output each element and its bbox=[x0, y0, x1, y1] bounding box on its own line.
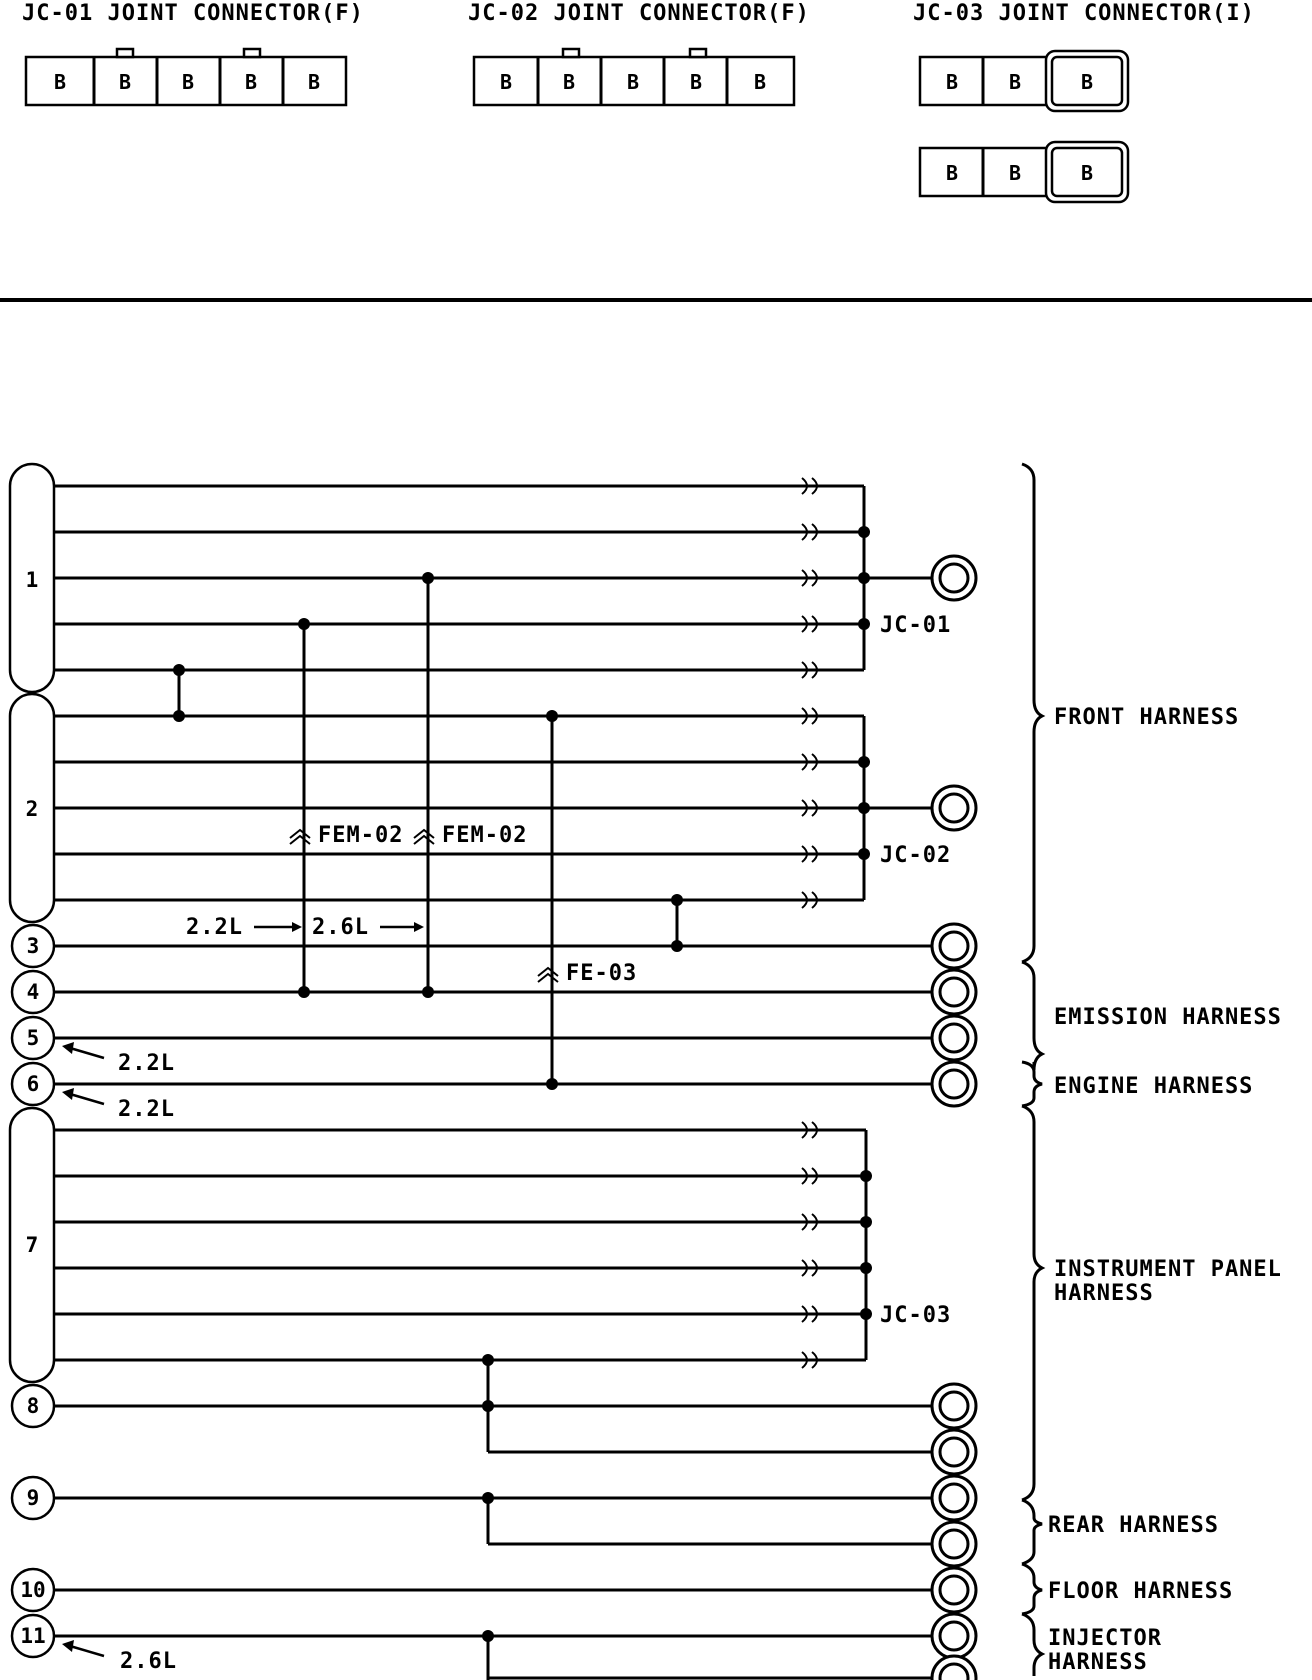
node-shape bbox=[10, 1567, 56, 1613]
node-label: 9 bbox=[27, 1486, 40, 1510]
node-shape bbox=[10, 969, 56, 1015]
jc02-pin: B bbox=[754, 70, 766, 94]
jc03-pin: B bbox=[946, 161, 958, 185]
terminal-ring bbox=[930, 968, 978, 1016]
engine-note-2-2l: 2.2L bbox=[186, 915, 243, 940]
left-nodes: 1 2 3 4 5 6 7 8 9 10 11 bbox=[8, 462, 56, 1659]
emission-harness-label: EMISSION HARNESS bbox=[1054, 1005, 1282, 1030]
node-shape bbox=[10, 923, 56, 969]
terminal-ring bbox=[930, 1474, 978, 1522]
fe03-tag: FE-03 bbox=[566, 961, 637, 986]
jc03-connector-title: JC-03 JOINT CONNECTOR(I) bbox=[913, 1, 1255, 26]
jc02-pin: B bbox=[627, 70, 639, 94]
node-shape bbox=[10, 1061, 56, 1107]
jc01-pin: B bbox=[245, 70, 257, 94]
node-shape bbox=[10, 1015, 56, 1061]
jc01-connector: JC-01 JOINT CONNECTOR(F) B B B B B bbox=[22, 1, 364, 107]
node-shape bbox=[8, 462, 56, 694]
node-label: 10 bbox=[20, 1578, 45, 1602]
jc03-pin: B bbox=[1081, 70, 1093, 94]
connector-tag-icons bbox=[289, 828, 559, 983]
node-shape bbox=[8, 692, 56, 924]
node-shape bbox=[10, 1613, 56, 1659]
rear-harness-label: REAR HARNESS bbox=[1048, 1513, 1219, 1538]
terminal-ring bbox=[930, 784, 978, 832]
junction-dots bbox=[173, 526, 872, 1642]
node-shape bbox=[10, 1475, 56, 1521]
wires bbox=[55, 484, 932, 1680]
terminal-ring bbox=[930, 554, 978, 602]
node-shape bbox=[8, 1106, 56, 1384]
terminal-ring bbox=[930, 1612, 978, 1660]
jc02-connector: JC-02 JOINT CONNECTOR(F) B B B B B bbox=[468, 1, 810, 107]
jc01-connector-title: JC-01 JOINT CONNECTOR(F) bbox=[22, 1, 364, 26]
terminal-ring bbox=[930, 1654, 978, 1680]
node-shape bbox=[10, 1383, 56, 1429]
node-label: 2 bbox=[26, 797, 39, 821]
terminal-ring bbox=[930, 922, 978, 970]
jc02-pin: B bbox=[690, 70, 702, 94]
node-label: 3 bbox=[27, 934, 40, 958]
harness-braces bbox=[1021, 462, 1046, 1676]
terminal-ring bbox=[930, 1060, 978, 1108]
engine-note-node5: 2.2L bbox=[118, 1051, 175, 1076]
node-label: 8 bbox=[27, 1394, 40, 1418]
floor-harness-label: FLOOR HARNESS bbox=[1048, 1579, 1233, 1604]
jc03-pin: B bbox=[1081, 161, 1093, 185]
jc03-connector: JC-03 JOINT CONNECTOR(I) B B B B B B bbox=[913, 1, 1255, 204]
injector-harness-label: INJECTOR bbox=[1048, 1626, 1162, 1651]
jc03-pin: B bbox=[946, 70, 958, 94]
joint-connector-marks bbox=[801, 477, 818, 1369]
jc02-pin: B bbox=[563, 70, 575, 94]
engine-note-node11: 2.6L bbox=[120, 1649, 177, 1674]
jc02-joint-label: JC-02 bbox=[880, 843, 951, 868]
fem02-tag-a: FEM-02 bbox=[318, 823, 403, 848]
node-label: 11 bbox=[20, 1624, 45, 1648]
jc01-pin: B bbox=[182, 70, 194, 94]
jc03-joint-label: JC-03 bbox=[880, 1303, 951, 1328]
terminal-ring bbox=[930, 1428, 978, 1476]
terminal-rings bbox=[930, 554, 978, 1680]
jc03-pin: B bbox=[1009, 70, 1021, 94]
node-label: 5 bbox=[27, 1026, 40, 1050]
node-label: 1 bbox=[26, 568, 39, 592]
engine-harness-label: ENGINE HARNESS bbox=[1054, 1074, 1253, 1099]
front-harness-label: FRONT HARNESS bbox=[1054, 705, 1239, 730]
fem02-tag-b: FEM-02 bbox=[442, 823, 527, 848]
instrument-panel-harness-label-2: HARNESS bbox=[1054, 1281, 1154, 1306]
node-label: 7 bbox=[26, 1233, 39, 1257]
jc03-pin: B bbox=[1009, 161, 1021, 185]
node-label: 6 bbox=[27, 1072, 40, 1096]
node-label: 4 bbox=[27, 980, 40, 1004]
engine-note-node6: 2.2L bbox=[118, 1097, 175, 1122]
injector-harness-label-2: HARNESS bbox=[1048, 1650, 1148, 1675]
jc01-pin: B bbox=[54, 70, 66, 94]
terminal-ring bbox=[930, 1014, 978, 1062]
jc01-pin: B bbox=[119, 70, 131, 94]
jc01-joint-label: JC-01 bbox=[880, 613, 951, 638]
terminal-ring bbox=[930, 1520, 978, 1568]
engine-note-2-6l: 2.6L bbox=[312, 915, 369, 940]
jc01-pin: B bbox=[308, 70, 320, 94]
jc02-connector-title: JC-02 JOINT CONNECTOR(F) bbox=[468, 1, 810, 26]
jc02-pin: B bbox=[500, 70, 512, 94]
terminal-ring bbox=[930, 1566, 978, 1614]
instrument-panel-harness-label: INSTRUMENT PANEL bbox=[1054, 1257, 1282, 1282]
terminal-ring bbox=[930, 1382, 978, 1430]
